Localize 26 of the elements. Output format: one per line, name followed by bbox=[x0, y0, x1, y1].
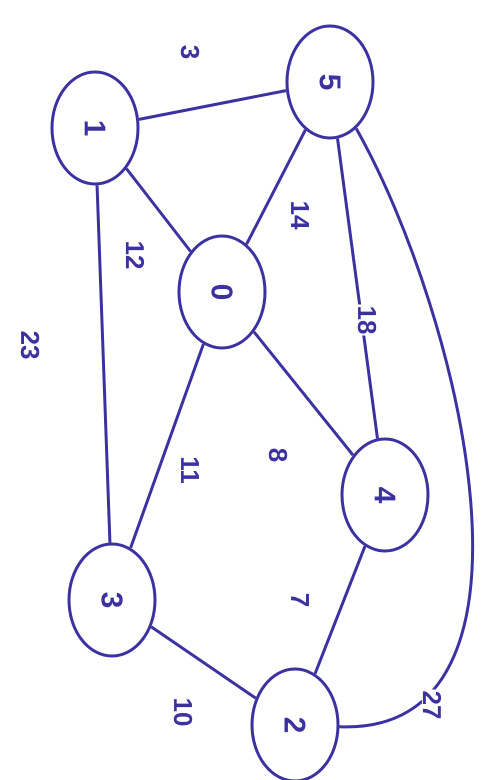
edge-label: 12 bbox=[124, 240, 146, 270]
graph-node: 3 bbox=[68, 542, 156, 658]
graph-node: 4 bbox=[340, 438, 430, 552]
edge-label: 11 bbox=[180, 455, 200, 485]
edge bbox=[245, 129, 307, 245]
graph-node: 2 bbox=[250, 668, 340, 780]
graph-node: 5 bbox=[286, 24, 374, 140]
edge-label: 8 bbox=[268, 446, 288, 464]
graph-node: 0 bbox=[178, 234, 266, 350]
edge bbox=[314, 546, 366, 674]
edge-label: 3 bbox=[180, 44, 200, 60]
graph-node: 1 bbox=[50, 70, 140, 186]
edge-label: 18 bbox=[356, 304, 378, 336]
edge-label: 14 bbox=[290, 200, 310, 230]
edge bbox=[150, 626, 256, 700]
edge bbox=[252, 330, 354, 456]
edge-label: 23 bbox=[20, 330, 40, 360]
edge bbox=[336, 138, 379, 439]
edge-label: 10 bbox=[172, 696, 194, 728]
edge-label: 7 bbox=[290, 592, 310, 608]
edge bbox=[138, 89, 286, 121]
edge bbox=[125, 168, 192, 252]
edge bbox=[339, 128, 474, 728]
edge bbox=[129, 344, 205, 548]
edge bbox=[96, 185, 112, 543]
edge-label: 27 bbox=[422, 690, 442, 720]
